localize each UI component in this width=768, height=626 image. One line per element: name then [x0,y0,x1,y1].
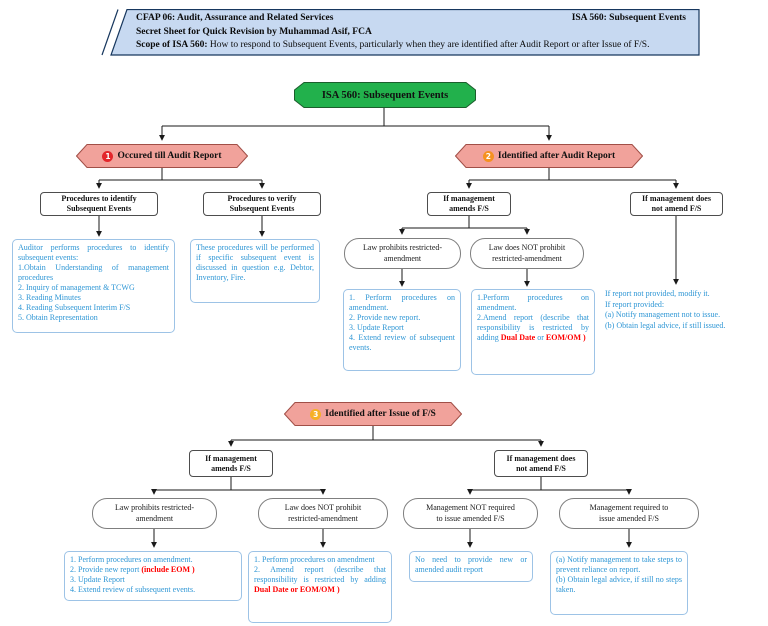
node-b3-mgmt-not-required: Management NOT required to issue amended… [403,498,538,529]
header-banner: CFAP 06: Audit, Assurance and Related Se… [100,9,700,56]
branch-2-badge: 2 [482,150,494,162]
branch-2-shape [455,144,643,168]
note-b3-mgmt-required: (a) Notify management to take steps to p… [550,551,688,615]
node-b3-mgmt-required: Management required to issue amended F/S [559,498,699,529]
node-procedures-identify: Procedures to identify Subsequent Events [40,192,158,216]
node-b2-management-amends: If management amends F/S [427,192,511,216]
header-subtitle: Secret Sheet for Quick Revision by Muham… [136,26,372,37]
note-b3-law-prohibits: 1. Perform procedures on amendment.2. Pr… [64,551,242,601]
note-b2-not-amend: If report not provided, modify it.If rep… [605,289,726,330]
standard-title: ISA 560: Subsequent Events [571,13,686,23]
node-b3-management-amends: If management amends F/S [189,450,273,477]
node-b3-management-not-amend: If management does not amend F/S [494,450,588,477]
branch-1-label: Occured till Audit Report [117,151,222,161]
node-b2-law-prohibits: Law prohibits restricted- amendment [344,238,461,269]
branch-1-badge: 1 [102,150,114,162]
root-node-label: ISA 560: Subsequent Events [321,89,449,101]
note-b2-law-prohibits: 1. Perform procedures on amendment.2. Pr… [343,289,461,371]
node-b2-law-not-prohibit: Law does NOT prohibit restricted-amendme… [470,238,584,269]
branch-1-shape [76,144,248,168]
node-b3-law-prohibits: Law prohibits restricted- amendment [92,498,217,529]
note-b3-mgmt-not-required: No need to provide new or amended audit … [409,551,533,582]
node-b2-management-not-amend: If management does not amend F/S [630,192,723,216]
scope-line: Scope of ISA 560: How to respond to Subs… [136,39,686,53]
root-node-shape [294,82,476,108]
node-procedures-verify: Procedures to verify Subsequent Events [203,192,321,216]
note-identify-procedures: Auditor performs procedures to identify … [12,239,175,333]
root-node: ISA 560: Subsequent Events [294,82,476,108]
note-verify-procedures: These procedures will be performed if sp… [190,239,320,303]
header-background-shape [101,9,700,56]
branch-3-badge: 3 [310,408,322,420]
scope-text: How to respond to Subsequent Events, par… [207,40,650,50]
note-b2-law-not-prohibit: 1.Perform procedures on amendment.2.Amen… [471,289,595,375]
branch-2-label: Identified after Audit Report [497,151,616,161]
branch-3-label: Identified after Issue of F/S [325,409,436,419]
branch-3-shape [284,402,462,426]
scope-label: Scope of ISA 560: [136,40,208,50]
node-b3-law-not-prohibit: Law does NOT prohibit restricted-amendme… [258,498,388,529]
course-title: CFAP 06: Audit, Assurance and Related Se… [136,13,334,23]
header-text: CFAP 06: Audit, Assurance and Related Se… [100,9,700,53]
